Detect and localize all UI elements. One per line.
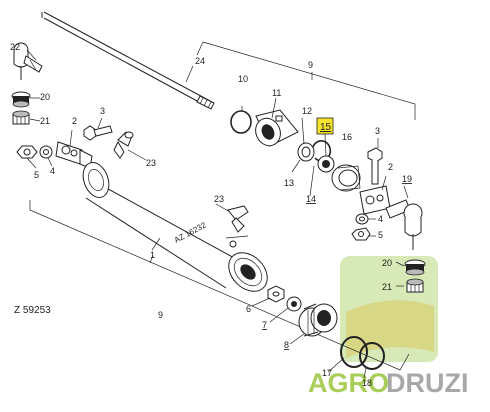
nut-5-left — [16, 145, 38, 159]
label-23-upper[interactable]: 23 — [146, 158, 156, 168]
label-9-top[interactable]: 9 — [308, 60, 313, 70]
leader-15 — [324, 133, 327, 157]
grease-fitting-upper — [113, 131, 134, 159]
assembly-bracket-9-top — [196, 41, 416, 120]
label-10[interactable]: 10 — [238, 74, 248, 84]
label-1[interactable]: 1 — [150, 250, 155, 260]
label-21-left[interactable]: 21 — [40, 116, 50, 126]
clevis-right — [359, 185, 391, 215]
ball-joint-seal-left — [11, 91, 31, 108]
label-24[interactable]: 24 — [195, 56, 205, 66]
label-23-lower[interactable]: 23 — [214, 194, 224, 204]
drawing-number: Z 59253 — [14, 305, 51, 316]
label-4-right[interactable]: 4 — [378, 214, 383, 224]
assembly-bracket-9-bottom — [29, 200, 410, 371]
leader-lines — [26, 49, 409, 379]
label-2-left[interactable]: 2 — [72, 116, 77, 126]
label-13[interactable]: 13 — [284, 178, 294, 188]
label-12[interactable]: 12 — [302, 106, 312, 116]
piston-8 — [298, 303, 338, 337]
castle-nut-left — [12, 110, 30, 125]
bolt-3-right — [367, 147, 383, 185]
label-17[interactable]: 17 — [322, 368, 332, 378]
label-18[interactable]: 18 — [362, 378, 372, 388]
clevis-left — [55, 141, 93, 169]
seal-15 — [317, 155, 335, 173]
tie-rod-end-left — [13, 42, 43, 80]
label-3-right[interactable]: 3 — [375, 126, 380, 136]
label-5-right[interactable]: 5 — [378, 230, 383, 240]
label-16[interactable]: 16 — [342, 132, 352, 142]
washer-4-right — [355, 213, 369, 225]
label-3-left[interactable]: 3 — [100, 106, 105, 116]
label-20-right[interactable]: 20 — [382, 258, 392, 268]
label-5-left[interactable]: 5 — [34, 170, 39, 180]
nut-5-right — [351, 227, 371, 241]
bearing-16 — [331, 164, 361, 192]
watermark-text-druzi: DRUZI — [386, 368, 469, 398]
label-2-right[interactable]: 2 — [388, 162, 393, 172]
castle-nut-right — [406, 278, 424, 293]
nut-6 — [267, 285, 285, 303]
label-4-left[interactable]: 4 — [50, 166, 55, 176]
piston-rod — [41, 11, 215, 110]
label-8[interactable]: 8 — [284, 340, 289, 350]
watermark-text-agro: AGRO — [308, 368, 389, 398]
tie-rod-end-right — [385, 199, 423, 250]
label-22[interactable]: 22 — [10, 42, 20, 52]
label-7[interactable]: 7 — [262, 320, 267, 330]
label-11[interactable]: 11 — [272, 88, 281, 98]
label-15[interactable]: 15 — [320, 122, 332, 133]
label-6[interactable]: 6 — [246, 304, 251, 314]
label-9-bottom[interactable]: 9 — [158, 310, 163, 320]
seal-ring-17 — [340, 336, 368, 368]
washer-7 — [286, 296, 302, 312]
o-ring-10 — [230, 110, 252, 134]
label-19[interactable]: 19 — [402, 174, 412, 184]
wiper-ring-12 — [297, 142, 315, 162]
grease-fitting-lower — [227, 205, 249, 233]
bolt-3-left — [83, 125, 113, 141]
label-14[interactable]: 14 — [306, 194, 316, 204]
label-20-left[interactable]: 20 — [40, 92, 50, 102]
label-21-right[interactable]: 21 — [382, 282, 392, 292]
ball-joint-seal-right — [404, 259, 426, 276]
washer-4-left — [39, 145, 53, 159]
cylinder-body — [82, 162, 268, 292]
seal-ring-18 — [359, 342, 385, 370]
gland-11 — [255, 109, 299, 147]
